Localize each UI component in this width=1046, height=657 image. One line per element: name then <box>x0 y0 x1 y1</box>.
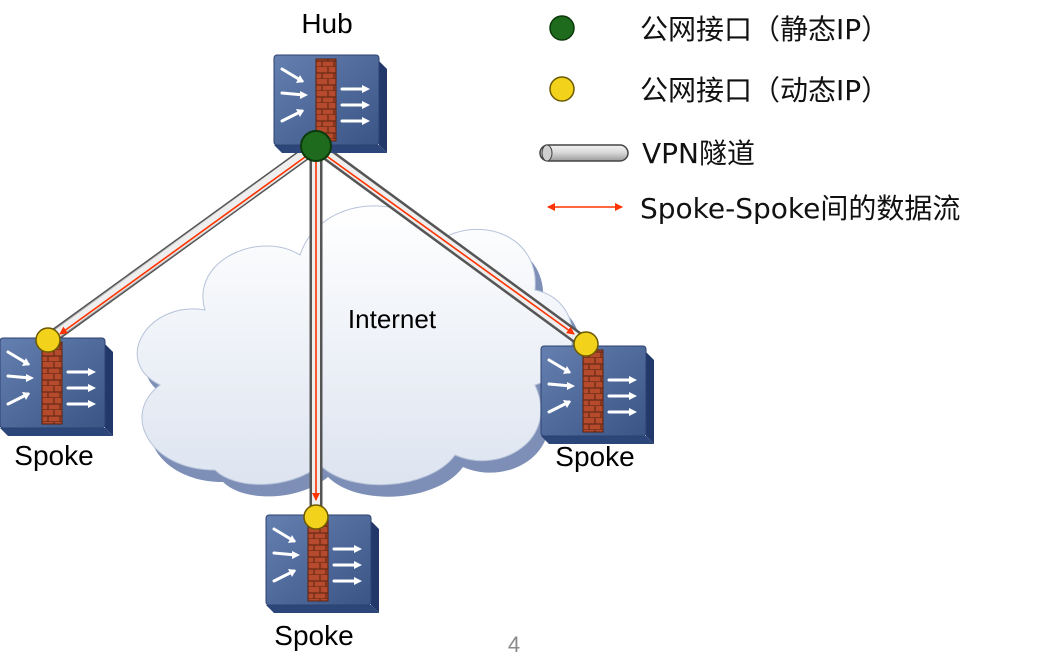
spoke-right-label: Spoke <box>555 441 634 472</box>
page-number: 4 <box>508 632 520 657</box>
legend-static-ip-label: 公网接口（静态IP） <box>640 13 889 46</box>
legend-dynamic-ip-icon <box>549 76 575 102</box>
hub-label: Hub <box>301 8 352 39</box>
spoke-right-dynamic-ip-dot <box>573 331 599 357</box>
spoke-device-bottom <box>264 513 381 615</box>
hub-device <box>272 53 389 155</box>
spoke-bottom-label: Spoke <box>274 620 353 651</box>
legend-vpn-tunnel-icon <box>539 144 629 162</box>
spoke-left-dynamic-ip-dot <box>35 327 61 353</box>
spoke-to-spoke-flow <box>59 151 575 501</box>
spoke-left-label: Spoke <box>14 440 93 471</box>
legend-static-ip-icon <box>549 15 575 41</box>
legend-vpn-tunnel-label: VPN隧道 <box>642 137 755 170</box>
spoke-device-right <box>539 344 656 446</box>
legend: 公网接口（静态IP） 公网接口（动态IP） VPN隧道 Spoke-Spoke间… <box>539 13 960 225</box>
hub-static-ip-dot <box>300 130 332 162</box>
spoke-device-left <box>0 336 115 438</box>
legend-dynamic-ip-label: 公网接口（动态IP） <box>640 74 889 107</box>
spoke-bottom-dynamic-ip-dot <box>303 504 329 530</box>
legend-flow-label: Spoke-Spoke间的数据流 <box>640 192 960 225</box>
internet-cloud <box>136 205 581 497</box>
internet-label: Internet <box>348 304 437 334</box>
